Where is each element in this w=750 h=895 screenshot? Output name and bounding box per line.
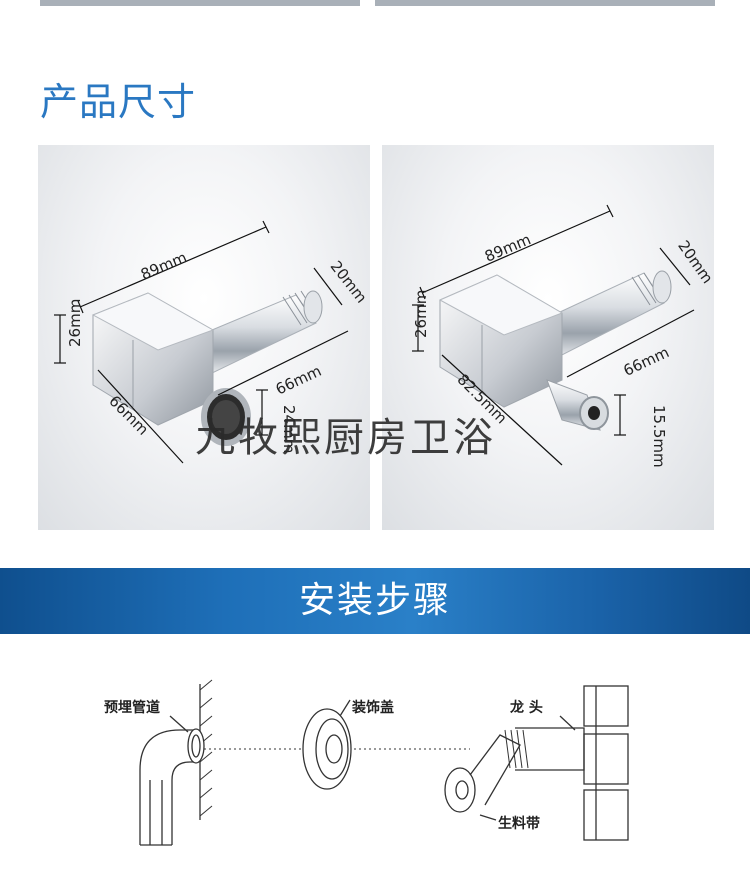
label-tape: 生料带 [498, 815, 540, 832]
dim-outlet-right: 15.5mm [650, 405, 668, 468]
product-photo-left: 89mm 20mm 26mm 66mm 66mm 24mm [38, 145, 370, 530]
install-drawing: 预埋管道 装饰盖 龙 头 生料带 [104, 679, 629, 846]
dim-width-left: 66mm [273, 362, 324, 399]
installation-diagram: 预埋管道 装饰盖 龙 头 生料带 [0, 650, 750, 891]
dim-thread-right: 20mm [674, 237, 714, 287]
dim-thread-left: 20mm [327, 257, 370, 306]
faucet-drawing-right: 89mm 20mm 26mm 66mm 82.5mm 15.5mm [412, 204, 714, 468]
top-strip-left [40, 0, 360, 6]
top-strip-right [375, 0, 715, 6]
section-banner-install: 安装步骤 [0, 568, 750, 634]
dim-depth-right: 66mm [621, 343, 672, 380]
dim-length-right: 89mm [482, 230, 534, 265]
dim-length-left: 89mm [138, 248, 190, 283]
label-pipe: 预埋管道 [104, 699, 160, 716]
dim-height-right: 26mm [412, 290, 430, 338]
watermark-text: 九牧熙厨房卫浴 [195, 415, 496, 461]
dim-outlet-left: 24mm [280, 405, 298, 453]
faucet-drawing-left: 89mm 20mm 26mm 66mm 66mm 24mm [54, 220, 370, 464]
label-faucet: 龙 头 [509, 699, 543, 716]
label-cover: 装饰盖 [351, 699, 394, 716]
dim-height-left: 26mm [66, 299, 84, 347]
section-title-dimensions: 产品尺寸 [40, 80, 197, 124]
product-photo-right: 89mm 20mm 26mm 66mm 82.5mm 15.5mm [382, 145, 714, 530]
